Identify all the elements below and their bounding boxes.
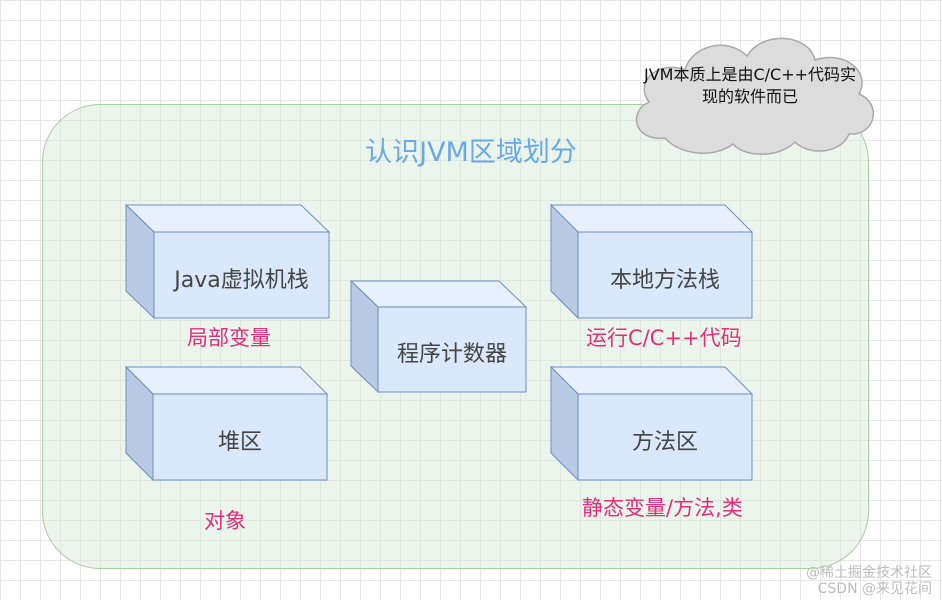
note-run-c-code: 运行C/C++代码 [586,326,742,350]
box-label: Java虚拟机栈 [174,268,309,293]
cloud-callout: JVM本质上是由C/C++代码实 现的软件而已 [605,20,895,160]
box-native-method-stack-shape [550,204,754,320]
note-static-vars-methods-classes: 静态变量/方法,类 [582,496,743,520]
box-label: 程序计数器 [396,342,507,367]
box-label: 堆区 [217,430,262,455]
box-java-vm-stack-shape [125,204,331,320]
diagram-title: 认识JVM区域划分 [365,137,577,168]
cloud-note: JVM本质上是由C/C++代码实 现的软件而已 [615,64,885,108]
note-local-variables: 局部变量 [187,326,271,350]
box-heap-shape [125,366,329,482]
box-program-counter-shape [350,280,528,394]
note-objects: 对象 [204,509,246,533]
box-method-area-shape [550,366,754,482]
cloud-note-line-2: 现的软件而已 [701,87,798,106]
box-label: 方法区 [631,430,698,455]
watermark-juejin: @稀土掘金技术社区 [806,565,932,581]
cloud-note-line-1: JVM本质上是由C/C++代码实 [643,65,857,84]
watermark-csdn: CSDN @来见花间 [817,581,932,597]
box-label: 本地方法栈 [609,268,720,293]
cloud-shape [635,37,875,155]
